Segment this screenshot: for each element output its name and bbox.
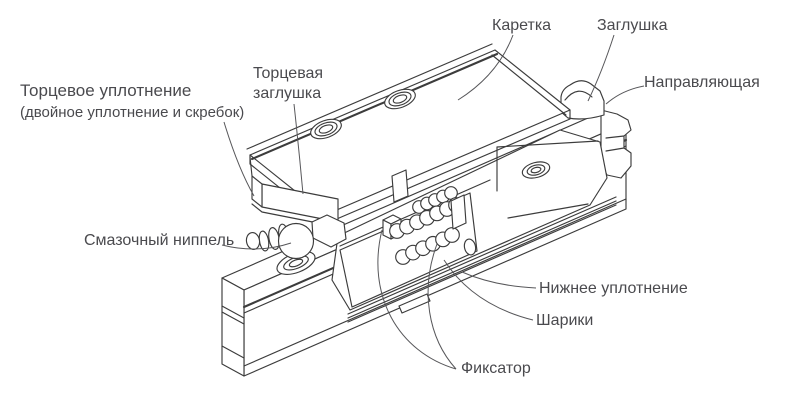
label-end-cap: Торцевая заглушка <box>253 64 323 104</box>
label-grease-nipple: Смазочный ниппель <box>84 232 235 249</box>
leader-rail <box>606 86 644 104</box>
leader-retainer-2 <box>428 244 456 369</box>
label-rail: Направляющая <box>644 74 760 91</box>
carriage <box>247 44 607 310</box>
carriage-end-hole <box>521 159 552 181</box>
label-balls: Шарики <box>536 312 594 329</box>
plate-thread-hole <box>308 116 344 143</box>
grease-nipple <box>245 215 346 259</box>
retainer-upper-wall <box>392 170 408 202</box>
end-seal-plate <box>252 176 262 207</box>
nipple-tip <box>245 232 261 251</box>
leader-balls <box>444 260 533 320</box>
label-retainer: Фиксатор <box>461 360 531 377</box>
label-carriage: Каретка <box>492 17 552 34</box>
label-end-cap-line1: Торцевая <box>253 65 324 82</box>
bottom-seal <box>348 197 616 322</box>
label-end-cap-line2: заглушка <box>253 85 322 102</box>
leader-retainer-1 <box>378 230 456 369</box>
ball-row <box>396 228 460 265</box>
leader-bottom-seal <box>462 272 536 288</box>
leader-lines <box>222 35 644 369</box>
carriage-top-plate <box>247 44 570 224</box>
plate-thread-hole <box>382 86 418 113</box>
leader-grease-nipple <box>222 243 291 249</box>
retainer-plate <box>451 195 477 256</box>
rail-mounting-hole <box>274 247 318 279</box>
rail-end-plug <box>561 81 604 119</box>
leader-end-cap <box>294 104 303 194</box>
leader-end-seal <box>224 122 254 196</box>
nipple-dome <box>279 224 314 259</box>
label-plug: Заглушка <box>597 17 668 34</box>
label-end-seal-note: (двойное уплотнение и скребок) <box>20 104 245 121</box>
leader-carriage <box>458 35 513 100</box>
ball-row <box>413 187 458 214</box>
label-end-seal: Торцевое уплотнение <box>20 81 192 100</box>
label-bottom-seal: Нижнее уплотнение <box>539 280 688 297</box>
rail-bottom-notch <box>399 294 430 313</box>
leader-plug <box>588 35 614 101</box>
